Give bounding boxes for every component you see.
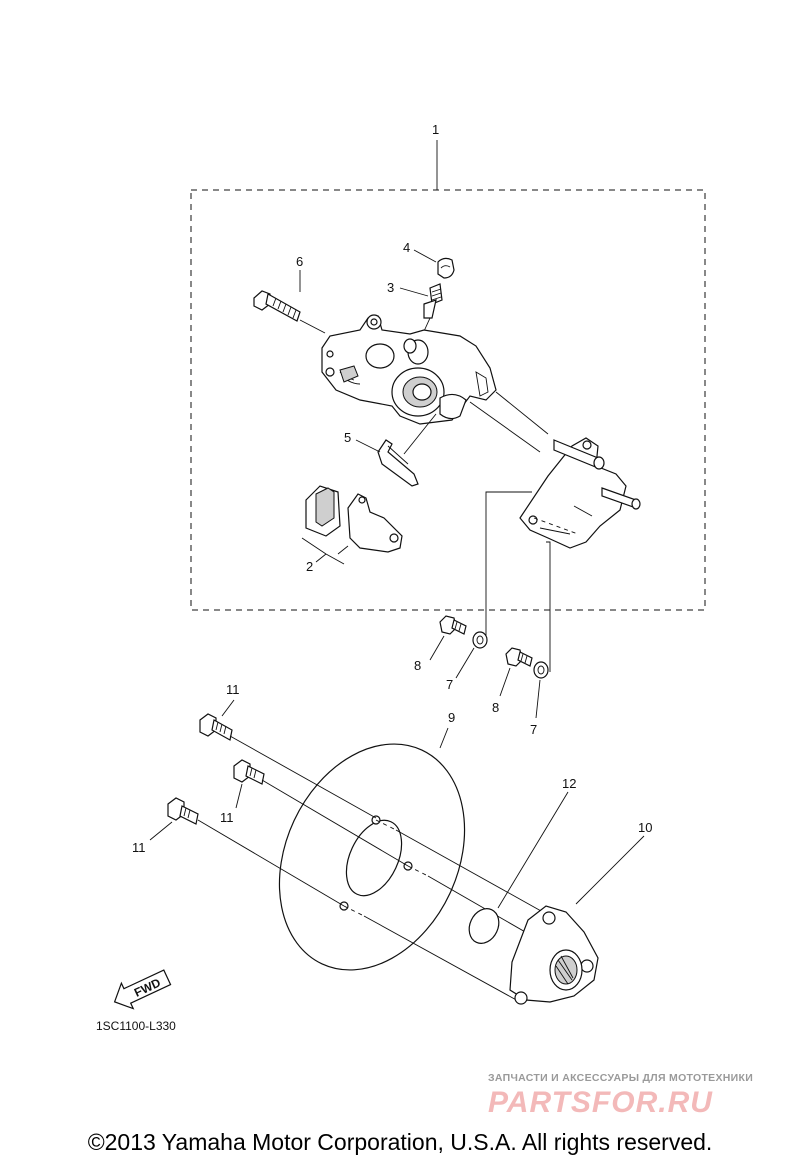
part-9-brake-disc: 9 [278, 710, 466, 971]
svg-text:1: 1 [432, 122, 439, 137]
caliper-bracket [519, 437, 641, 549]
svg-text:5: 5 [344, 430, 351, 445]
part-11-bolt-top: 11 [199, 682, 377, 819]
part-7-washer-left: 7 [446, 631, 488, 692]
fwd-label: FWD [132, 975, 163, 999]
part-8-bolt-right: 8 [492, 647, 533, 715]
svg-text:4: 4 [403, 240, 410, 255]
part-12-o-ring: 12 [468, 776, 576, 944]
part-4-bleeder-cap: 4 [403, 240, 455, 279]
caliper-assembly-box [190, 189, 706, 611]
part-8-bolt-left: 8 [414, 615, 467, 673]
svg-text:7: 7 [446, 677, 453, 692]
svg-text:11: 11 [220, 810, 234, 825]
part-6-bolt: 6 [253, 254, 326, 334]
svg-text:8: 8 [492, 700, 499, 715]
forward-arrow-icon: FWD [113, 969, 172, 1010]
watermark-tagline: ЗАПЧАСТИ И АКСЕССУАРЫ ДЛЯ МОТОТЕХНИКИ [488, 1072, 754, 1084]
drawing-code: 1SC1100-L330 [96, 1019, 176, 1033]
svg-text:11: 11 [226, 682, 240, 697]
caliper-body [321, 314, 549, 453]
callout-1: 1 [432, 122, 439, 190]
svg-text:6: 6 [296, 254, 303, 269]
svg-text:3: 3 [387, 280, 394, 295]
svg-text:11: 11 [132, 840, 146, 855]
part-2-brake-pads: 2 [301, 485, 403, 574]
svg-text:2: 2 [306, 559, 313, 574]
part-5-pad-clip: 5 [344, 413, 437, 487]
svg-text:12: 12 [562, 776, 576, 791]
bracket-bolt-leaders [485, 491, 551, 672]
svg-text:10: 10 [638, 820, 652, 835]
watermark-logo: PARTSFOR.RU [488, 1086, 713, 1119]
svg-text:7: 7 [530, 722, 537, 737]
copyright-notice: ©2013 Yamaha Motor Corporation, U.S.A. A… [87, 1129, 713, 1155]
part-11-bolt-middle: 11 [220, 759, 409, 867]
part-3-bleed-screw: 3 [387, 280, 443, 341]
part-7-washer-right: 7 [530, 661, 549, 737]
part-10-hub: 10 [509, 820, 652, 1005]
part-11-bolt-bottom: 11 [132, 797, 345, 907]
svg-text:9: 9 [448, 710, 455, 725]
svg-text:8: 8 [414, 658, 421, 673]
